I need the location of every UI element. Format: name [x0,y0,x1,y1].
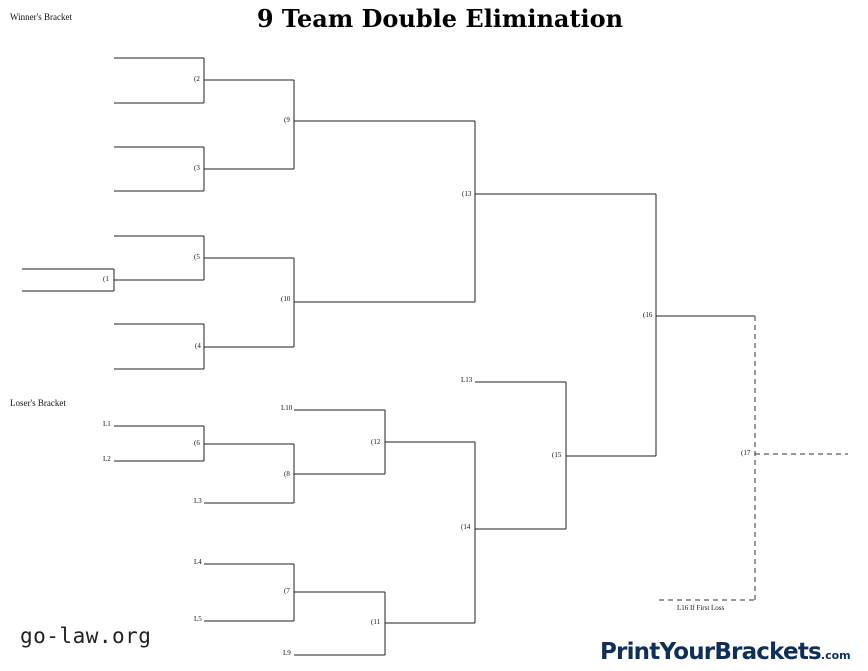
game-label-16: (16 [643,311,653,319]
game-3-lines [114,146,205,192]
game-label-15: (15 [552,451,562,459]
game-label-10: (10 [281,295,291,303]
printyourbrackets-logo: PrintYourBrackets.com [600,639,851,665]
loser-slot-l5: L5 [194,615,202,623]
game-14-lines [385,441,476,624]
game-1-lines [22,268,115,292]
game-16-lines [475,193,657,457]
game-2-lines [114,57,205,104]
game-label-17: (17 [741,449,751,457]
game-label-12: (12 [371,438,381,446]
loser-slot-l1: L1 [103,420,111,428]
logo-suffix: .com [820,649,851,662]
game-label-6: (6 [194,439,200,447]
loser-slot-l4: L4 [194,558,202,566]
game-6-lines [114,425,205,462]
loser-slot-l3: L3 [194,497,202,505]
game-15-lines [475,381,567,530]
game-13-lines [294,120,476,303]
game-5-lines [114,235,205,281]
losers-bracket-label: Loser's Bracket [10,398,66,408]
game-label-2: (2 [194,75,200,83]
if-first-loss-note: L16 If First Loss [677,604,725,612]
loser-slot-l2: L2 [103,455,111,463]
game-label-1: (1 [103,275,109,283]
loser-slot-l13: L13 [461,376,473,384]
game-label-11: (11 [371,618,381,626]
game-label-3: (3 [194,164,200,172]
game-8-lines [204,443,295,504]
loser-slot-l9: L9 [283,649,291,657]
game-label-13: (13 [462,190,472,198]
game-label-9: (9 [284,116,290,124]
game-label-14: (14 [461,523,471,531]
page-title: 9 Team Double Elimination [256,4,624,33]
game-4-lines [114,323,205,370]
logo-name: PrintYourBrackets [600,639,822,665]
game-label-7: (7 [284,587,290,595]
winners-bracket-label: Winner's Bracket [10,12,72,22]
game-label-4: (4 [195,342,201,350]
loser-slot-l10: L10 [281,404,293,412]
game-17-lines [656,315,848,601]
game-label-8: (8 [284,470,290,478]
game-9-lines [204,79,295,170]
watermark-text: go-law.org [20,624,152,648]
game-label-5: (5 [194,253,200,261]
game-7-lines [204,563,295,622]
